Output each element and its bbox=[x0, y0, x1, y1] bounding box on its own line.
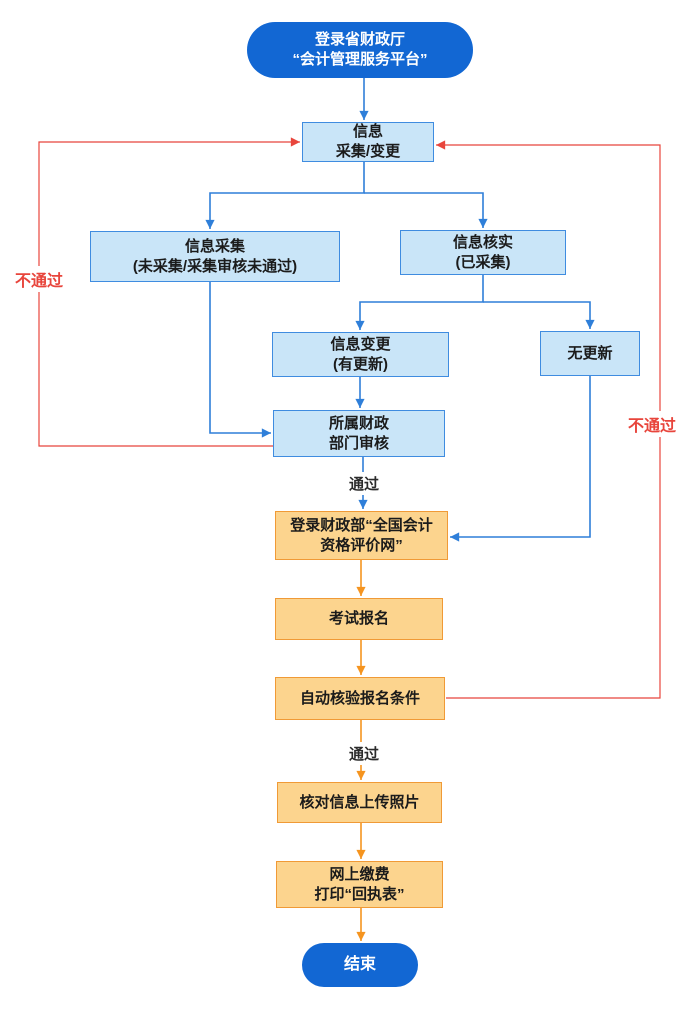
node-verify-line1: 信息核实 bbox=[452, 233, 513, 251]
node-info-line1: 信息 bbox=[352, 123, 383, 141]
edge-label-pass-1: 通过 bbox=[338, 472, 390, 495]
node-info-line2: 采集/变更 bbox=[335, 143, 401, 160]
node-audit-line2: 部门审核 bbox=[328, 434, 389, 452]
node-audit-line1: 所属财政 bbox=[328, 414, 389, 432]
edge-noupdate-to-login2 bbox=[450, 376, 591, 542]
edge-label-pass-2: 通过 bbox=[338, 742, 390, 765]
edge-info-to-verify bbox=[364, 192, 488, 228]
node-info-verify: 信息核实 (已采集) bbox=[400, 230, 566, 275]
edge-audit-fail-loop bbox=[38, 137, 300, 447]
node-info-collect-change: 信息 采集/变更 bbox=[302, 122, 434, 162]
node-no-update: 无更新 bbox=[540, 331, 640, 376]
node-autocheck-line1: 自动核验报名条件 bbox=[299, 689, 420, 707]
node-end-line1: 结束 bbox=[343, 956, 376, 974]
node-pay-print: 网上缴费 打印“回执表” bbox=[276, 861, 443, 908]
node-collect-line1: 信息采集 bbox=[184, 237, 245, 255]
node-collect-line2: (未采集/采集审核未通过) bbox=[132, 257, 298, 275]
node-photo-line1: 核对信息上传照片 bbox=[299, 793, 420, 811]
node-start-line1: 登录省财政厅 bbox=[314, 31, 405, 49]
node-upload-photo: 核对信息上传照片 bbox=[277, 782, 442, 823]
node-change-line1: 信息变更 bbox=[330, 335, 391, 353]
edge-info-to-collect bbox=[205, 162, 365, 229]
node-login2-line2: 资格评价网” bbox=[320, 536, 403, 554]
edge-label-fail-left: 不通过 bbox=[8, 266, 70, 292]
node-auto-check: 自动核验报名条件 bbox=[275, 677, 445, 720]
node-start: 登录省财政厅 “会计管理服务平台” bbox=[247, 22, 473, 78]
edge-label-fail-right: 不通过 bbox=[621, 411, 683, 437]
node-verify-line2: (已采集) bbox=[455, 253, 511, 271]
node-info-collect: 信息采集 (未采集/采集审核未通过) bbox=[90, 231, 340, 282]
node-change-line2: (有更新) bbox=[333, 355, 388, 373]
node-info-change: 信息变更 (有更新) bbox=[272, 332, 449, 377]
node-register-line1: 考试报名 bbox=[328, 610, 389, 628]
edge-verify-to-change bbox=[355, 275, 484, 330]
node-pay-line2: 打印“回执表” bbox=[314, 885, 405, 903]
edge-collect-to-audit bbox=[209, 282, 271, 438]
node-finance-audit: 所属财政 部门审核 bbox=[273, 410, 445, 457]
node-exam-register: 考试报名 bbox=[275, 598, 443, 640]
node-noupdate-line1: 无更新 bbox=[567, 344, 613, 362]
node-start-line2: “会计管理服务平台” bbox=[292, 51, 428, 68]
edge-verify-to-noupdate bbox=[483, 301, 595, 329]
node-login-mof-site: 登录财政部“全国会计 资格评价网” bbox=[275, 511, 448, 560]
node-end: 结束 bbox=[302, 943, 418, 987]
node-login2-line1: 登录财政部“全国会计 bbox=[290, 516, 433, 534]
node-pay-line1: 网上缴费 bbox=[329, 865, 390, 883]
